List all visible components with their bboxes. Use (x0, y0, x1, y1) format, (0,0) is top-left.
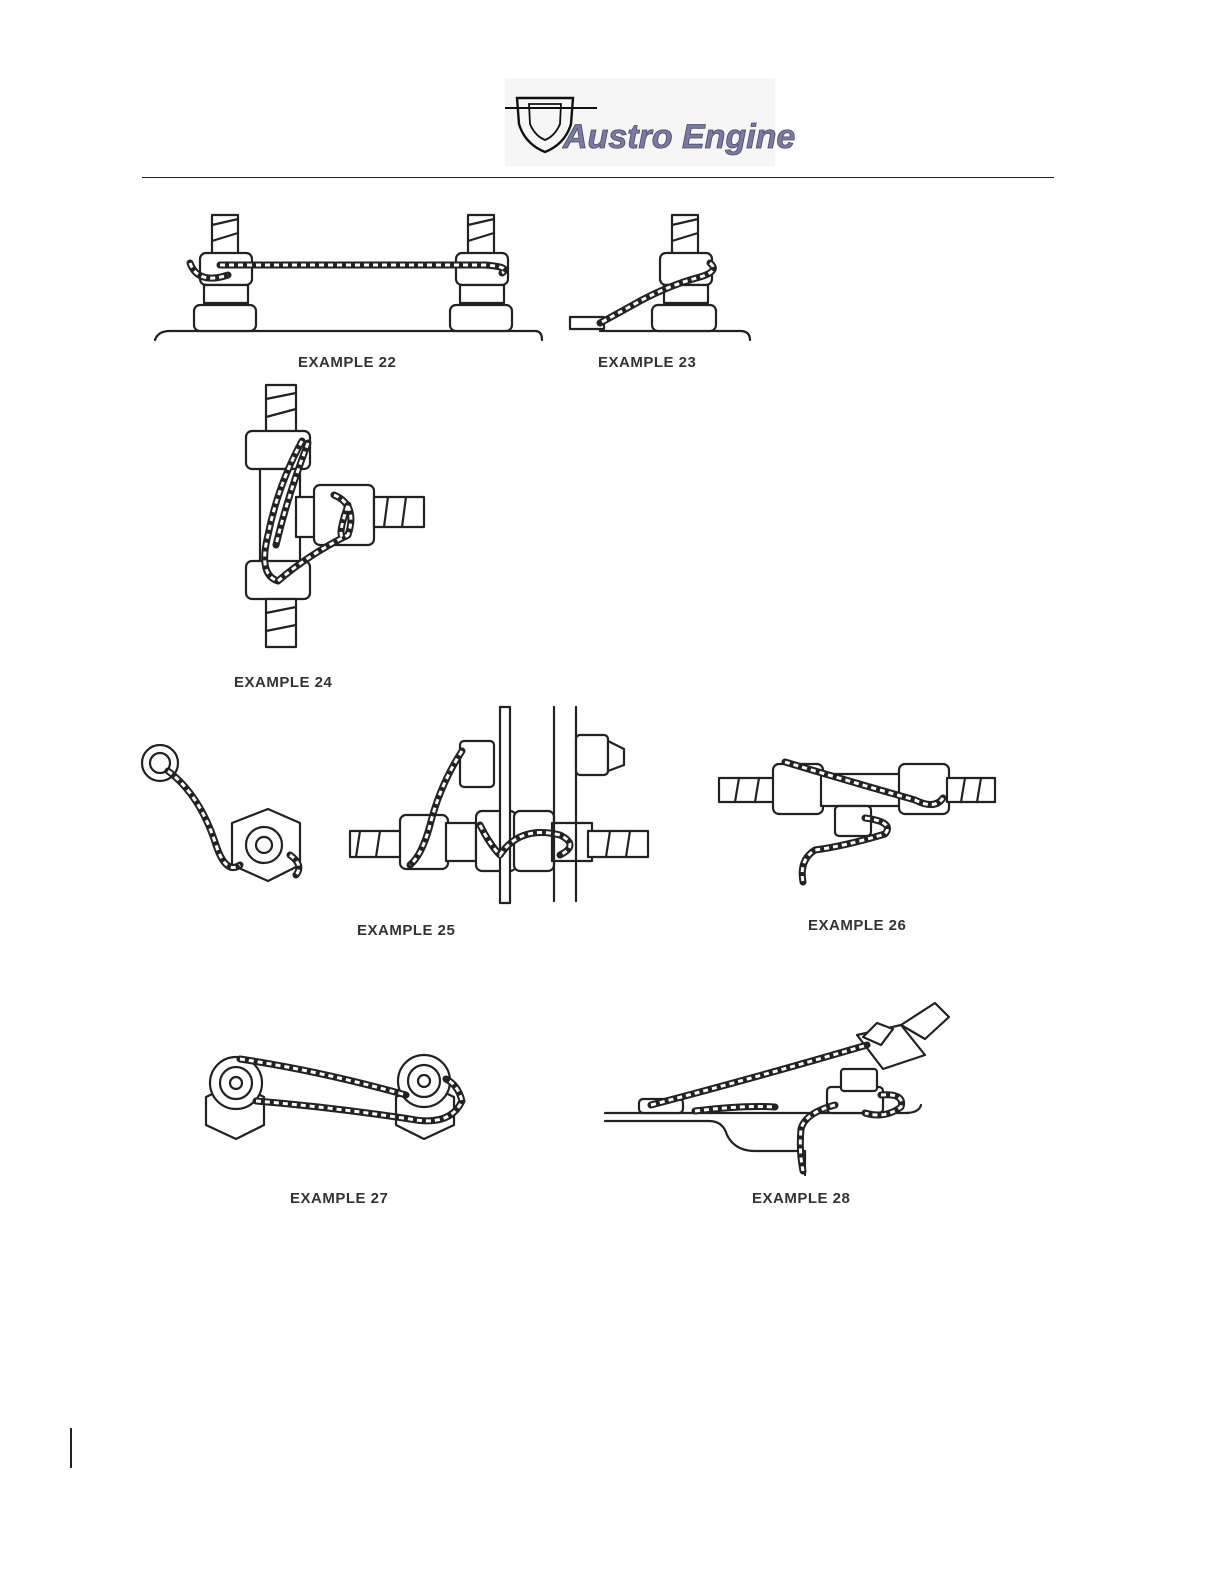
figure-example-22 (150, 205, 545, 345)
caption-example-25: EXAMPLE 25 (357, 922, 455, 939)
caption-example-24: EXAMPLE 24 (234, 674, 332, 691)
figure-example-24 (238, 385, 428, 650)
figure-example-23 (560, 205, 760, 345)
figure-example-26 (715, 750, 1000, 890)
header-divider (142, 177, 1054, 178)
figure-example-28 (605, 995, 955, 1175)
caption-example-28: EXAMPLE 28 (752, 1190, 850, 1207)
austro-engine-logo: Austro Engine (505, 78, 775, 166)
caption-example-23: EXAMPLE 23 (598, 354, 696, 371)
logo-text: Austro Engine (562, 118, 795, 156)
figure-example-27 (200, 1045, 480, 1145)
caption-example-22: EXAMPLE 22 (298, 354, 396, 371)
caption-example-26: EXAMPLE 26 (808, 917, 906, 934)
figure-example-25 (140, 705, 660, 905)
caption-example-27: EXAMPLE 27 (290, 1190, 388, 1207)
footer-margin-bar (70, 1428, 72, 1468)
